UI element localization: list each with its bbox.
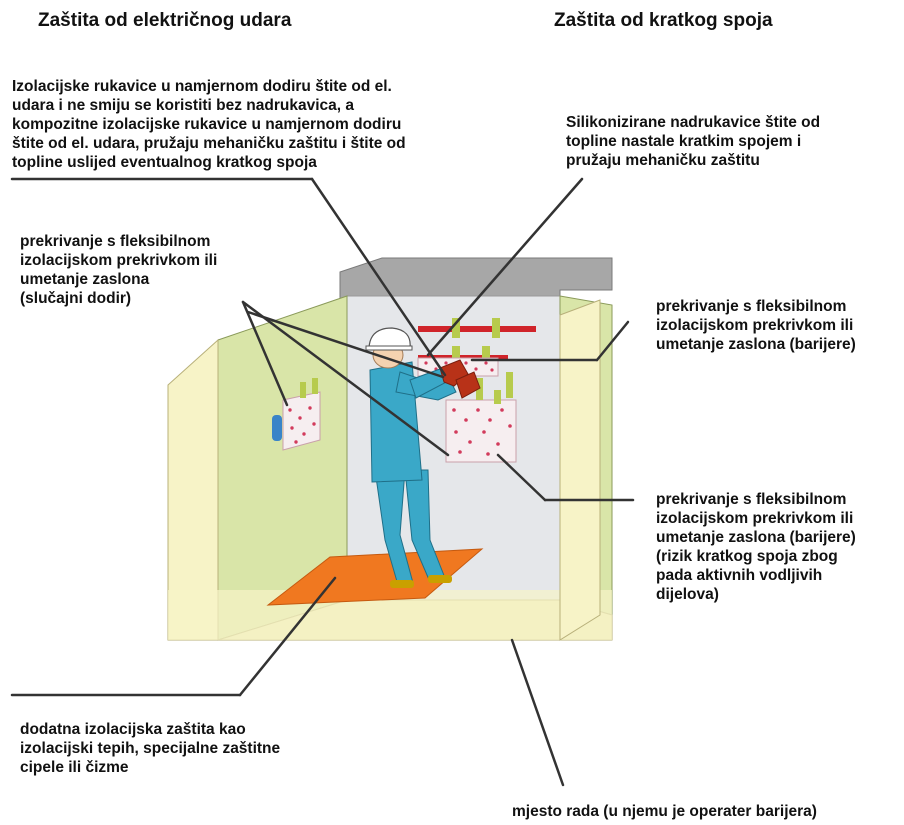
note-line: štite od el. udara, pružaju mehaničku za… bbox=[12, 135, 406, 152]
note-line: izolacijskom prekrivkom ili bbox=[656, 510, 854, 527]
note-line: prekrivanje s fleksibilnom bbox=[20, 233, 211, 250]
note-cover-accidental-contact: prekrivanje s fleksibilnom izolacijskom … bbox=[20, 232, 217, 308]
note-line: mjesto rada (u njemu je operater barijer… bbox=[512, 803, 817, 820]
note-line: izolacijski tepih, specijalne zaštitne bbox=[20, 740, 281, 757]
worker bbox=[365, 327, 481, 588]
busbar-top bbox=[418, 326, 536, 332]
note-line: cipele ili čizme bbox=[20, 759, 129, 776]
note-line: (rizik kratkog spoja zbog bbox=[656, 548, 838, 565]
note-line: kompozitne izolacijske rukavice u namjer… bbox=[12, 116, 402, 133]
note-line: Izolacijske rukavice u namjernom dodiru … bbox=[12, 78, 392, 95]
insulator bbox=[312, 378, 318, 394]
insulator bbox=[482, 346, 490, 366]
note-line: topline uslijed eventualnog kratkog spoj… bbox=[12, 154, 317, 171]
note-line: izolacijskom prekrivkom ili bbox=[656, 317, 854, 334]
note-workplace: mjesto rada (u njemu je operater barijer… bbox=[512, 802, 817, 821]
note-insulating-mat: dodatna izolacijska zaštita kao izolacij… bbox=[20, 720, 280, 777]
front-right-panel bbox=[559, 299, 601, 641]
note-line: dodatna izolacijska zaštita kao bbox=[20, 721, 246, 738]
heading-electric-shock: Zaštita od električnog udara bbox=[38, 10, 292, 31]
leader-lines bbox=[10, 177, 635, 787]
insulator bbox=[494, 390, 501, 404]
note-line: prekrivanje s fleksibilnom bbox=[656, 491, 847, 508]
helmet bbox=[368, 327, 411, 349]
insulator bbox=[452, 346, 460, 366]
cover-sheet-lower bbox=[445, 399, 517, 463]
note-line: umetanje zaslona (barijere) bbox=[656, 336, 856, 353]
note-line: Silikonizirane nadrukavice štite od bbox=[566, 114, 821, 131]
note-line: prekrivanje s fleksibilnom bbox=[656, 298, 847, 315]
note-cover-barrier-short-circuit: prekrivanje s fleksibilnom izolacijskom … bbox=[656, 490, 856, 604]
note-line: umetanje zaslona (barijere) bbox=[656, 529, 856, 546]
insulator bbox=[506, 372, 513, 398]
insulator bbox=[300, 382, 306, 398]
insulator bbox=[492, 318, 500, 338]
note-line: pada aktivnih vodljivih bbox=[656, 567, 823, 584]
note-line: dijelova) bbox=[656, 586, 719, 603]
note-line: pružaju mehaničku zaštitu bbox=[566, 152, 760, 169]
blue-insulator-cap bbox=[272, 415, 282, 441]
note-line: topline nastale kratkim spojem i bbox=[566, 133, 802, 150]
note-line: izolacijskom prekrivkom ili bbox=[20, 252, 218, 269]
note-line: umetanje zaslona bbox=[20, 271, 150, 288]
note-line: udara i ne smiju se koristiti bez nadruk… bbox=[12, 97, 354, 114]
insulator bbox=[452, 318, 460, 338]
note-insulating-gloves: Izolacijske rukavice u namjernom dodiru … bbox=[12, 77, 406, 172]
note-oversleeves: Silikonizirane nadrukavice štite od topl… bbox=[566, 113, 820, 170]
note-line: (slučajni dodir) bbox=[20, 290, 132, 307]
insulator bbox=[476, 378, 483, 400]
heading-short-circuit: Zaštita od kratkog spoja bbox=[554, 10, 773, 31]
cover-sheet-left-wall bbox=[282, 391, 321, 451]
note-cover-barrier: prekrivanje s fleksibilnom izolacijskom … bbox=[656, 297, 856, 354]
